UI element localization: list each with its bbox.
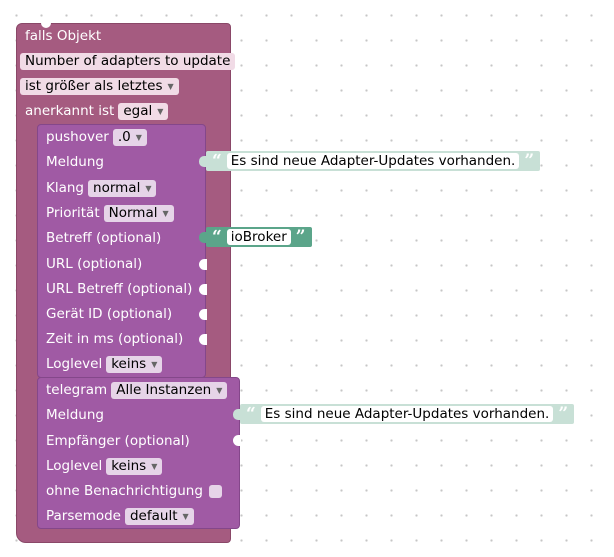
- condition-row: ist größer als letztes ▼: [20, 76, 179, 96]
- pushover-loglevel-dropdown[interactable]: keins ▼: [106, 355, 163, 373]
- pushover-url-row: URL (optional): [46, 254, 142, 274]
- pushover-loglevel-label: Loglevel: [46, 356, 103, 372]
- telegram-parsemode-label: Parsemode: [46, 508, 121, 524]
- ack-dropdown[interactable]: egal ▼: [118, 102, 169, 120]
- telegram-recipient-row: Empfänger (optional): [46, 431, 190, 451]
- open-quote-icon: “: [246, 403, 256, 424]
- recipient-input-socket[interactable]: [233, 435, 241, 446]
- pushover-message-text-block[interactable]: “ Es sind neue Adapter-Updates vorhanden…: [206, 150, 541, 171]
- close-quote-icon: ”: [295, 226, 306, 247]
- pushover-time-label: Zeit in ms (optional): [46, 331, 184, 347]
- text-block-connector: [199, 232, 207, 243]
- pushover-loglevel-row: Loglevel keins ▼: [46, 354, 163, 374]
- pushover-device-label: Gerät ID (optional): [46, 306, 173, 322]
- block-notch: [41, 20, 51, 28]
- open-quote-icon: “: [212, 226, 222, 247]
- dropdown-caret-icon: ▼: [162, 208, 169, 218]
- device-input-socket[interactable]: [199, 309, 207, 320]
- ack-row: anerkannt ist egal ▼: [25, 101, 169, 121]
- telegram-loglevel-dropdown[interactable]: keins ▼: [106, 457, 163, 475]
- object-row: Number of adapters to update: [20, 51, 236, 71]
- telegram-instance-dropdown[interactable]: Alle Instanzen ▼: [111, 381, 228, 399]
- telegram-message-text-block[interactable]: “ Es sind neue Adapter-Updates vorhanden…: [240, 403, 575, 424]
- close-quote-icon: ”: [558, 403, 569, 424]
- telegram-silent-label: ohne Benachrichtigung: [46, 483, 203, 499]
- telegram-silent-row: ohne Benachrichtigung: [46, 481, 222, 501]
- pushover-priority-label: Priorität: [46, 205, 100, 221]
- object-id-field[interactable]: Number of adapters to update: [20, 52, 236, 70]
- dropdown-caret-icon: ▼: [135, 132, 142, 142]
- telegram-message-row: Meldung: [46, 405, 104, 425]
- pushover-priority-dropdown[interactable]: Normal ▼: [103, 204, 174, 222]
- dropdown-caret-icon: ▼: [151, 461, 158, 471]
- telegram-parsemode-row: Parsemode default ▼: [46, 506, 194, 526]
- pushover-subject-text-block[interactable]: “ ioBroker ”: [206, 227, 312, 247]
- dropdown-caret-icon: ▼: [216, 385, 223, 395]
- ack-label: anerkannt ist: [25, 103, 115, 119]
- trigger-title: falls Objekt: [25, 28, 102, 44]
- trigger-title-row: falls Objekt: [25, 26, 101, 46]
- pushover-label: pushover: [46, 129, 109, 145]
- pushover-sound-dropdown[interactable]: normal ▼: [88, 179, 157, 197]
- dropdown-caret-icon: ▼: [151, 359, 158, 369]
- dropdown-caret-icon: ▼: [157, 106, 164, 116]
- text-block-connector: [233, 409, 241, 420]
- pushover-url-title-label: URL Betreff (optional): [46, 281, 193, 297]
- condition-dropdown[interactable]: ist größer als letztes ▼: [20, 77, 179, 95]
- telegram-silent-checkbox[interactable]: [208, 484, 222, 498]
- telegram-loglevel-label: Loglevel: [46, 458, 103, 474]
- pushover-block[interactable]: [37, 124, 206, 378]
- url-title-input-socket[interactable]: [199, 284, 207, 295]
- pushover-priority-row: Priorität Normal ▼: [46, 203, 174, 223]
- text-block-connector: [199, 156, 207, 167]
- telegram-recipient-label: Empfänger (optional): [46, 433, 190, 449]
- telegram-label: telegram: [46, 382, 108, 398]
- pushover-sound-label: Klang: [46, 180, 85, 196]
- pushover-message-text-field[interactable]: Es sind neue Adapter-Updates vorhanden.: [226, 153, 520, 169]
- pushover-instance-dropdown[interactable]: .0 ▼: [112, 128, 147, 146]
- telegram-header-row: telegram Alle Instanzen ▼: [46, 380, 228, 400]
- dropdown-caret-icon: ▼: [145, 183, 152, 193]
- pushover-message-row: Meldung: [46, 152, 104, 172]
- pushover-subject-row: Betreff (optional): [46, 228, 161, 248]
- close-quote-icon: ”: [524, 150, 535, 171]
- dropdown-caret-icon: ▼: [182, 511, 189, 521]
- dropdown-caret-icon: ▼: [167, 81, 174, 91]
- telegram-message-label: Meldung: [46, 407, 104, 423]
- pushover-header-row: pushover .0 ▼: [46, 127, 147, 147]
- time-input-socket[interactable]: [199, 334, 207, 345]
- pushover-url-title-row: URL Betreff (optional): [46, 279, 192, 299]
- pushover-subject-text-field[interactable]: ioBroker: [226, 229, 291, 245]
- telegram-loglevel-row: Loglevel keins ▼: [46, 456, 163, 476]
- url-input-socket[interactable]: [199, 259, 207, 270]
- pushover-message-label: Meldung: [46, 154, 104, 170]
- pushover-time-row: Zeit in ms (optional): [46, 329, 183, 349]
- pushover-sound-row: Klang normal ▼: [46, 178, 157, 198]
- pushover-subject-label: Betreff (optional): [46, 230, 162, 246]
- pushover-device-row: Gerät ID (optional): [46, 304, 172, 324]
- open-quote-icon: “: [212, 150, 222, 171]
- pushover-url-label: URL (optional): [46, 256, 143, 272]
- telegram-parsemode-dropdown[interactable]: default ▼: [124, 507, 194, 525]
- telegram-message-text-field[interactable]: Es sind neue Adapter-Updates vorhanden.: [260, 406, 554, 422]
- telegram-block[interactable]: [37, 377, 240, 529]
